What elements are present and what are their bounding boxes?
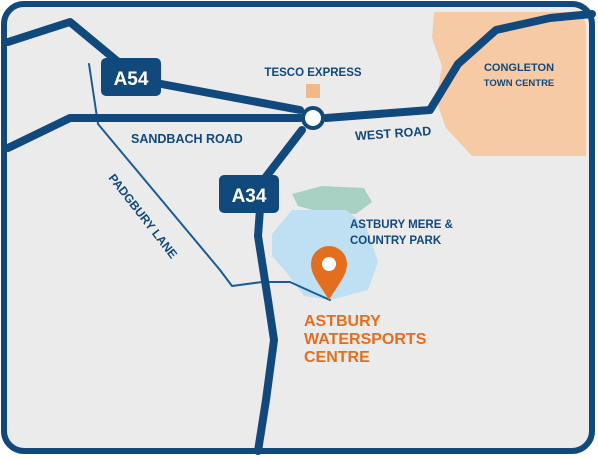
park-label-line1: ASTBURY MERE & xyxy=(350,219,453,231)
park-label-line2: COUNTRY PARK xyxy=(350,235,442,247)
congleton-label-line1: CONGLETON xyxy=(484,62,554,74)
destination-label-line3: CENTRE xyxy=(304,349,370,366)
sandbach-road xyxy=(4,114,304,152)
pin-body xyxy=(311,246,347,300)
destination-label-line2: WATERSPORTS xyxy=(304,331,427,348)
a54-road xyxy=(4,18,304,114)
tesco-express-label: TESCO EXPRESS xyxy=(264,67,361,79)
location-pin-icon xyxy=(311,246,347,300)
west-road-label: WEST ROAD xyxy=(355,124,432,143)
a34-shield-label: A34 xyxy=(232,186,267,207)
country-park-area xyxy=(292,186,372,214)
sandbach-road-label: SANDBACH ROAD xyxy=(131,132,243,146)
tesco-express-marker xyxy=(306,84,320,98)
roundabout xyxy=(301,106,325,130)
pin-hole xyxy=(322,257,336,271)
destination-label-line1: ASTBURY xyxy=(304,313,381,330)
padgbury-lane-road xyxy=(88,63,331,301)
a54-shield-label: A54 xyxy=(114,69,149,90)
congleton-label-line2: TOWN CENTRE xyxy=(484,78,555,89)
a34-shield-box xyxy=(219,175,279,213)
a34-road-shield: A34 xyxy=(219,175,279,213)
west-road xyxy=(322,10,596,122)
a54-shield-box xyxy=(101,58,161,96)
a54-road-shield: A54 xyxy=(101,58,161,96)
